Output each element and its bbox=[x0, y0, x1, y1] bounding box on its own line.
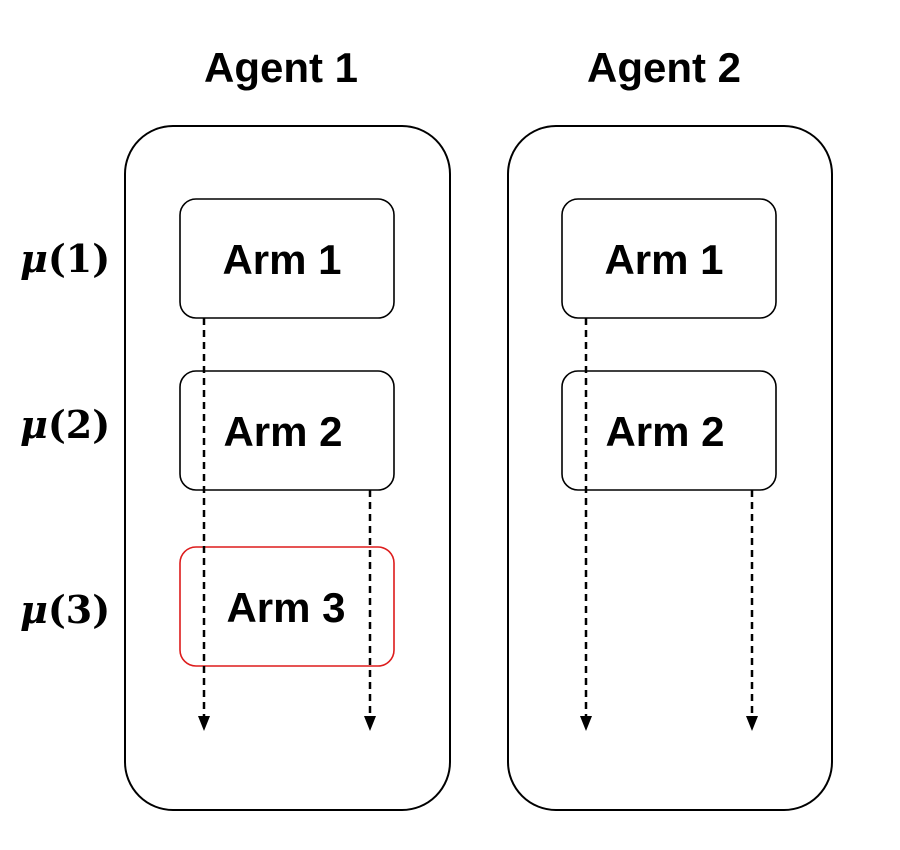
arrow-head bbox=[364, 716, 376, 731]
agent-1-title: Agent 1 bbox=[204, 44, 358, 91]
agent-2-arm-2: Arm 2 bbox=[561, 370, 777, 491]
arm-label: Arm 2 bbox=[605, 408, 724, 455]
arrow-head bbox=[746, 716, 758, 731]
row-label-mu-3: μ(3) bbox=[20, 587, 110, 632]
mu-symbol: μ bbox=[20, 587, 48, 632]
mu-index: (1) bbox=[48, 236, 110, 281]
row-label-mu-1: μ(1) bbox=[20, 236, 110, 281]
arm-box bbox=[179, 198, 395, 319]
arm-box-highlighted bbox=[179, 546, 395, 667]
arm-label: Arm 1 bbox=[604, 236, 723, 283]
arrow-head bbox=[580, 716, 592, 731]
arm-box bbox=[561, 370, 777, 491]
agent-1-arm-3: Arm 3 bbox=[179, 546, 395, 667]
agent-1-container bbox=[124, 125, 451, 811]
mu-index: (3) bbox=[48, 587, 110, 632]
arm-label: Arm 2 bbox=[223, 408, 342, 455]
agent-2-container bbox=[507, 125, 833, 811]
arm-box bbox=[179, 370, 395, 491]
row-label-mu-2: μ(2) bbox=[20, 402, 110, 447]
mu-index: (2) bbox=[48, 402, 110, 447]
arrow-head bbox=[198, 716, 210, 731]
mu-symbol: μ bbox=[20, 402, 48, 447]
agent-1-arm-1: Arm 1 bbox=[179, 198, 395, 319]
arm-label: Arm 3 bbox=[226, 584, 345, 631]
arm-label: Arm 1 bbox=[222, 236, 341, 283]
agent-2-arm-1: Arm 1 bbox=[561, 198, 777, 319]
arm-box bbox=[561, 198, 777, 319]
agent-1-arm-2: Arm 2 bbox=[179, 370, 395, 491]
mu-symbol: μ bbox=[20, 236, 48, 281]
agent-2-title: Agent 2 bbox=[587, 44, 741, 91]
agent-2-panel: Arm 1 Arm 2 bbox=[507, 125, 833, 811]
agent-1-panel: Arm 1 Arm 2 Arm 3 bbox=[124, 125, 451, 811]
